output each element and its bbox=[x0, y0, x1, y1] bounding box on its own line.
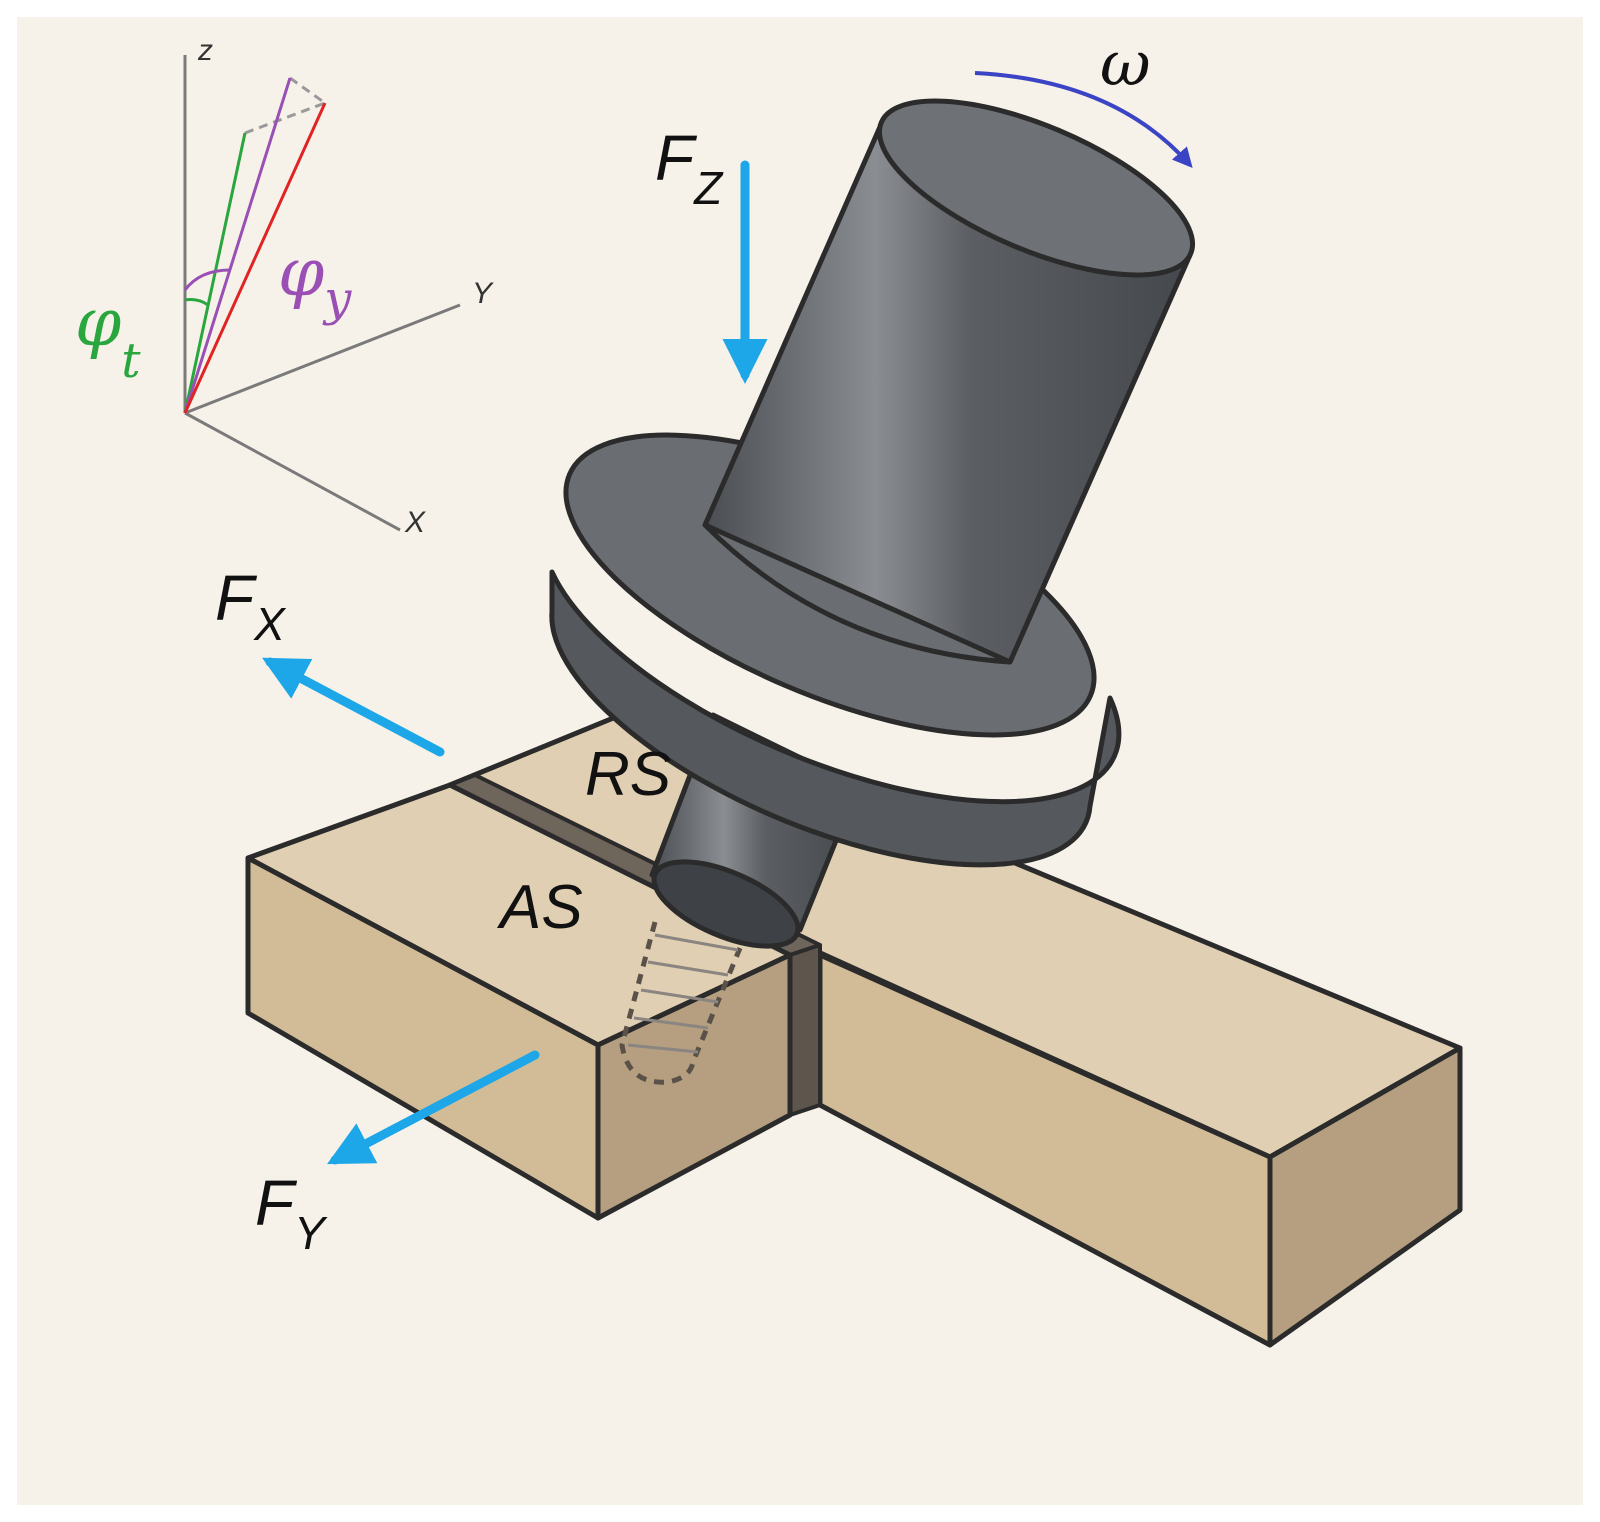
tool-shoulder-rim bbox=[549, 569, 1122, 868]
fy-arrow bbox=[327, 1050, 540, 1165]
fx-subscript: X bbox=[253, 598, 287, 650]
tool-body-bottom-edge bbox=[703, 523, 1011, 665]
projection-dash-2 bbox=[289, 76, 326, 105]
pin-outline-dashed bbox=[619, 921, 743, 1085]
phi-t-line bbox=[183, 132, 247, 414]
rs-label: RS bbox=[585, 740, 671, 809]
z-axis-label: z bbox=[197, 34, 213, 67]
phi-y-symbol: φ bbox=[278, 234, 324, 311]
fsw-tool bbox=[549, 98, 1196, 949]
rotation-arrow bbox=[974, 71, 1193, 168]
pin-cross-section bbox=[619, 921, 743, 1085]
x-axis bbox=[184, 411, 401, 532]
y-axis-label: Y bbox=[472, 277, 494, 310]
tool-top-face bbox=[876, 98, 1196, 278]
phi-t-arc bbox=[184, 298, 209, 307]
thread-5 bbox=[627, 1043, 699, 1054]
fz-symbol: F bbox=[655, 122, 698, 194]
fy-subscript: Y bbox=[294, 1207, 328, 1259]
fy-symbol: F bbox=[255, 1167, 298, 1239]
fz-label: FZ bbox=[655, 122, 724, 214]
force-arrows bbox=[262, 160, 768, 1165]
seam-front bbox=[788, 943, 822, 1117]
workpiece-left bbox=[245, 782, 793, 1221]
right-plate-end bbox=[1267, 1045, 1463, 1348]
x-axis-label: X bbox=[404, 506, 426, 539]
phi-t-subscript: t bbox=[121, 333, 141, 389]
as-label: AS bbox=[496, 873, 583, 942]
coordinate-system: z Y X φt φy bbox=[75, 34, 494, 539]
phi-t-symbol: φ bbox=[75, 284, 121, 361]
tilt-line bbox=[183, 102, 327, 414]
fy-label: FY bbox=[255, 1167, 328, 1259]
fz-subscript: Z bbox=[693, 162, 724, 214]
fx-symbol: F bbox=[215, 562, 258, 634]
phi-t-label: φt bbox=[75, 284, 141, 389]
thread-2 bbox=[647, 960, 729, 977]
phi-y-arc bbox=[183, 268, 231, 291]
phi-y-label: φy bbox=[278, 234, 352, 327]
phi-y-subscript: y bbox=[322, 271, 352, 327]
phi-y-line bbox=[183, 77, 292, 414]
thread-3 bbox=[640, 988, 719, 1004]
thread-4 bbox=[633, 1016, 709, 1030]
fx-label: FX bbox=[215, 562, 287, 650]
thread-1 bbox=[654, 933, 739, 952]
pin-threads bbox=[627, 933, 739, 1054]
omega-label: ω bbox=[1100, 27, 1151, 100]
y-axis bbox=[184, 303, 461, 415]
fx-arrow bbox=[262, 657, 445, 757]
tool-pin-tip bbox=[651, 859, 801, 949]
